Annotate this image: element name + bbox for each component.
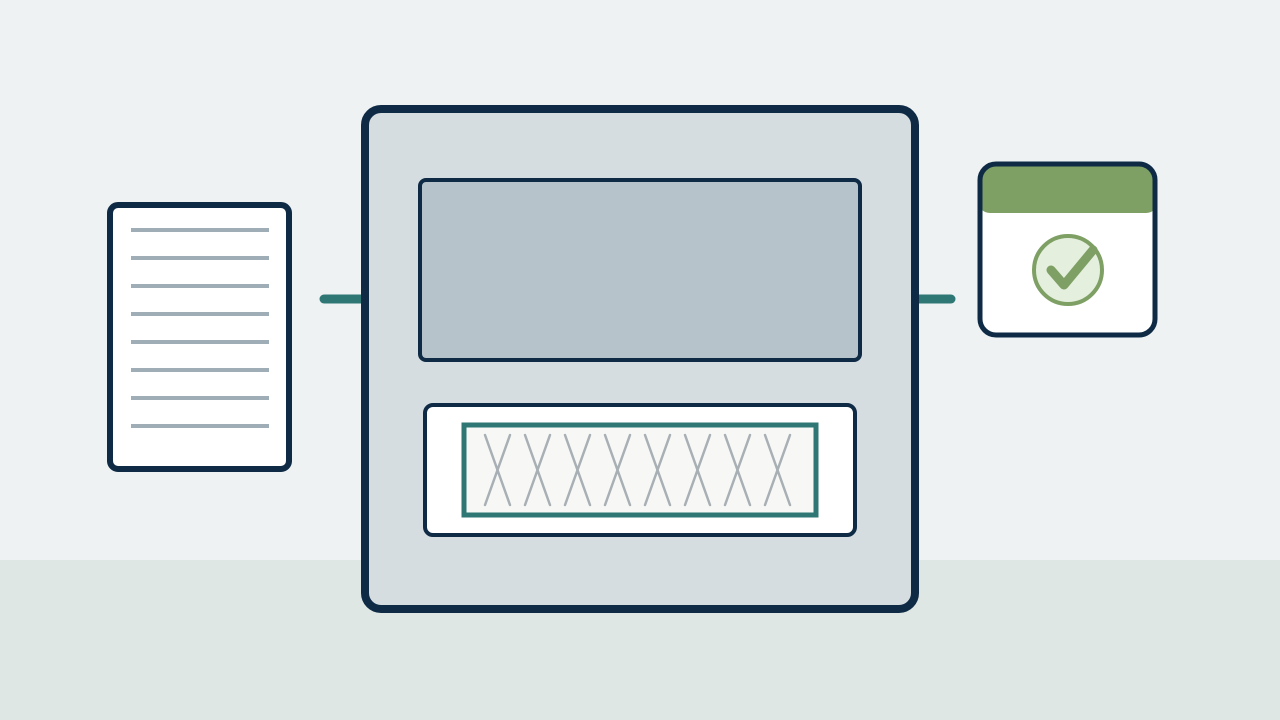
slot-cross [643, 433, 672, 507]
slot-cross [683, 433, 712, 507]
document-icon [107, 202, 292, 472]
checkmark-stroke [1046, 245, 1098, 290]
slot-cross-stroke [683, 433, 712, 507]
slot-cross [563, 433, 592, 507]
slot-cross [483, 433, 512, 507]
slot-cross-stroke [603, 433, 632, 507]
machine-screen [418, 178, 862, 362]
slot-cross-stroke [523, 433, 552, 507]
slot-cross [603, 433, 632, 507]
approved-card-icon [977, 161, 1158, 338]
card-outline [977, 161, 1158, 338]
slot-cross-stroke [643, 433, 672, 507]
slot-cross [523, 433, 552, 507]
slot-cross-stroke [763, 433, 792, 507]
machine-slot [461, 422, 819, 518]
slot-cross-stroke [483, 433, 512, 507]
slot-cross [723, 433, 752, 507]
document-lines [131, 228, 269, 428]
document-sheet [107, 202, 292, 472]
slot-cross-stroke [563, 433, 592, 507]
machine-icon [361, 105, 919, 613]
slot-cross [763, 433, 792, 507]
slot-cross-stroke [723, 433, 752, 507]
slot-pattern [483, 433, 792, 507]
card-header [980, 164, 1155, 213]
